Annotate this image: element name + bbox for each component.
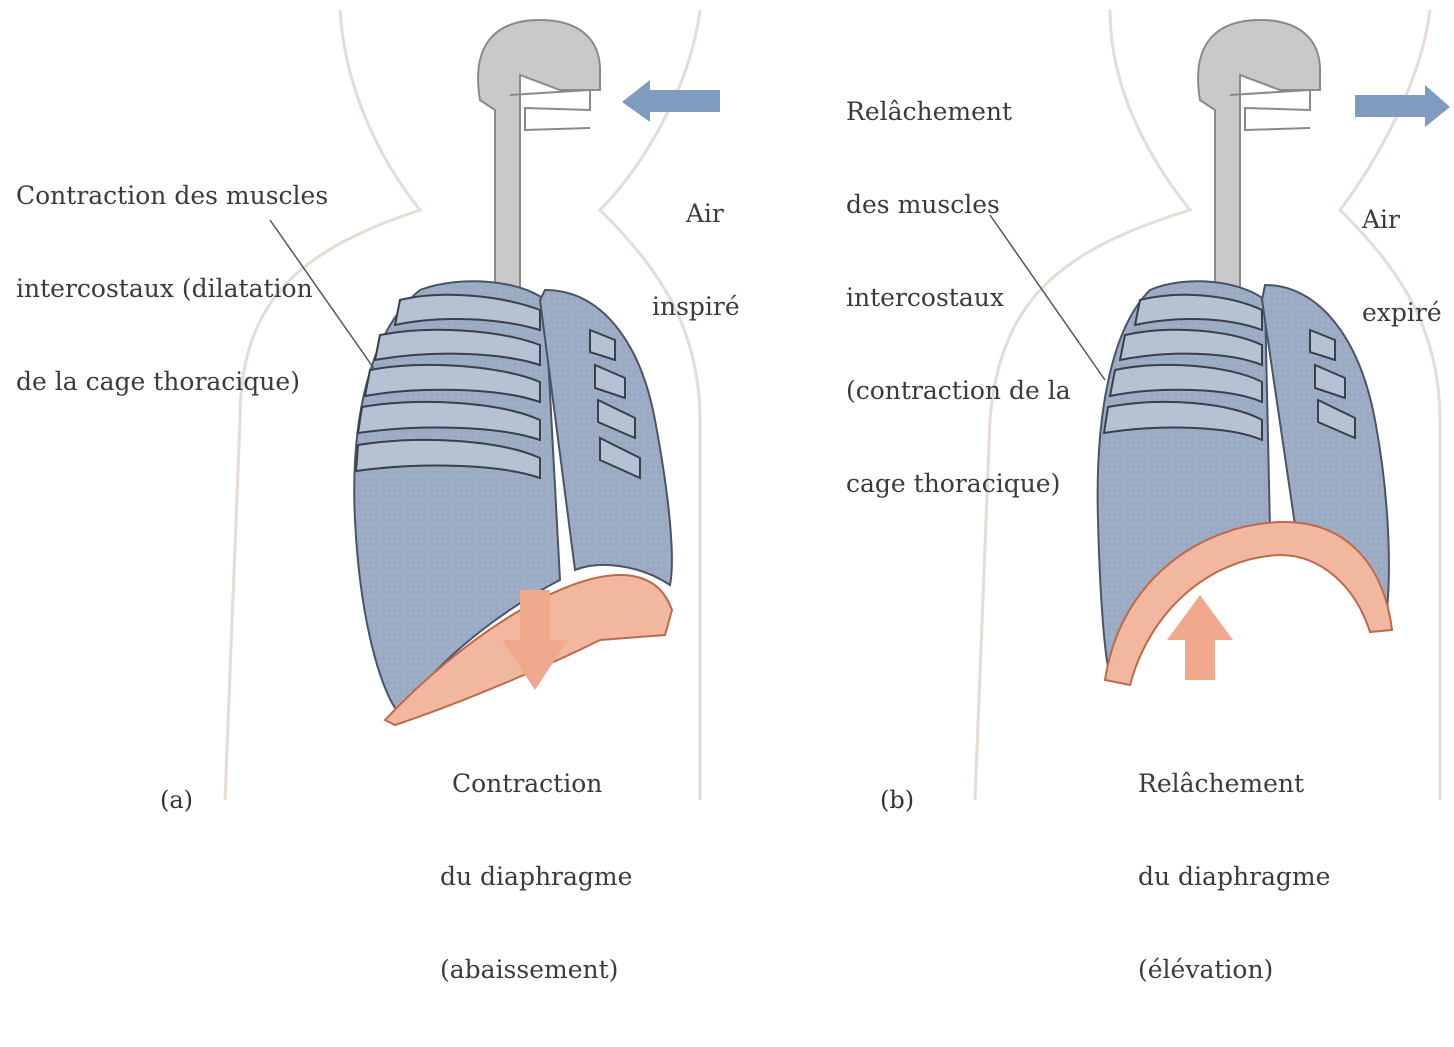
air-arrow-in bbox=[622, 80, 720, 122]
intercostal-label-a: Contraction des muscles intercostaux (di… bbox=[16, 118, 328, 459]
diaphragm-label-a-line-1: Contraction bbox=[440, 768, 632, 799]
intercostal-label-a-line-1: Contraction des muscles bbox=[16, 180, 328, 211]
diaphragm-label-b-line-3: (élévation) bbox=[1138, 954, 1330, 985]
air-label-b-line-1: Air bbox=[1362, 204, 1442, 235]
panel-letter-a: (a) bbox=[160, 786, 193, 814]
air-arrow-out bbox=[1355, 85, 1450, 127]
air-label-a: Air inspiré bbox=[652, 136, 740, 384]
diaphragm-arrow-up bbox=[1167, 595, 1233, 680]
intercostal-label-a-line-2: intercostaux (dilatation bbox=[16, 273, 328, 304]
diaphragm-label-a-line-2: du diaphragme bbox=[440, 861, 632, 892]
diaphragm-label-b-line-2: du diaphragme bbox=[1138, 861, 1330, 892]
air-label-a-line-1: Air bbox=[652, 198, 740, 229]
diaphragm-label-a-line-3: (abaissement) bbox=[440, 954, 632, 985]
air-label-a-line-2: inspiré bbox=[652, 291, 740, 322]
intercostal-label-b-line-2: des muscles bbox=[846, 189, 1071, 220]
intercostal-label-b-line-1: Relâchement bbox=[846, 96, 1071, 127]
airway-a bbox=[478, 20, 600, 290]
airway-b bbox=[1198, 20, 1320, 290]
intercostal-label-b: Relâchement des muscles intercostaux (co… bbox=[846, 34, 1071, 561]
intercostal-label-b-line-4: (contraction de la bbox=[846, 375, 1071, 406]
intercostal-label-b-line-3: intercostaux bbox=[846, 282, 1071, 313]
diaphragm-label-b-line-1: Relâchement bbox=[1138, 768, 1330, 799]
respiration-diagram: Contraction des muscles intercostaux (di… bbox=[0, 0, 1454, 821]
panel-letter-b: (b) bbox=[880, 786, 914, 814]
diaphragm-label-b: Relâchement du diaphragme (élévation) bbox=[1138, 706, 1330, 1047]
intercostal-label-a-line-3: de la cage thoracique) bbox=[16, 366, 328, 397]
mouth-b bbox=[1230, 90, 1310, 130]
intercostal-label-b-line-5: cage thoracique) bbox=[846, 468, 1071, 499]
air-label-b-line-2: expiré bbox=[1362, 297, 1442, 328]
air-label-b: Air expiré bbox=[1362, 142, 1442, 390]
diaphragm-label-a: Contraction du diaphragme (abaissement) bbox=[440, 706, 632, 1047]
mouth-a bbox=[510, 90, 590, 130]
